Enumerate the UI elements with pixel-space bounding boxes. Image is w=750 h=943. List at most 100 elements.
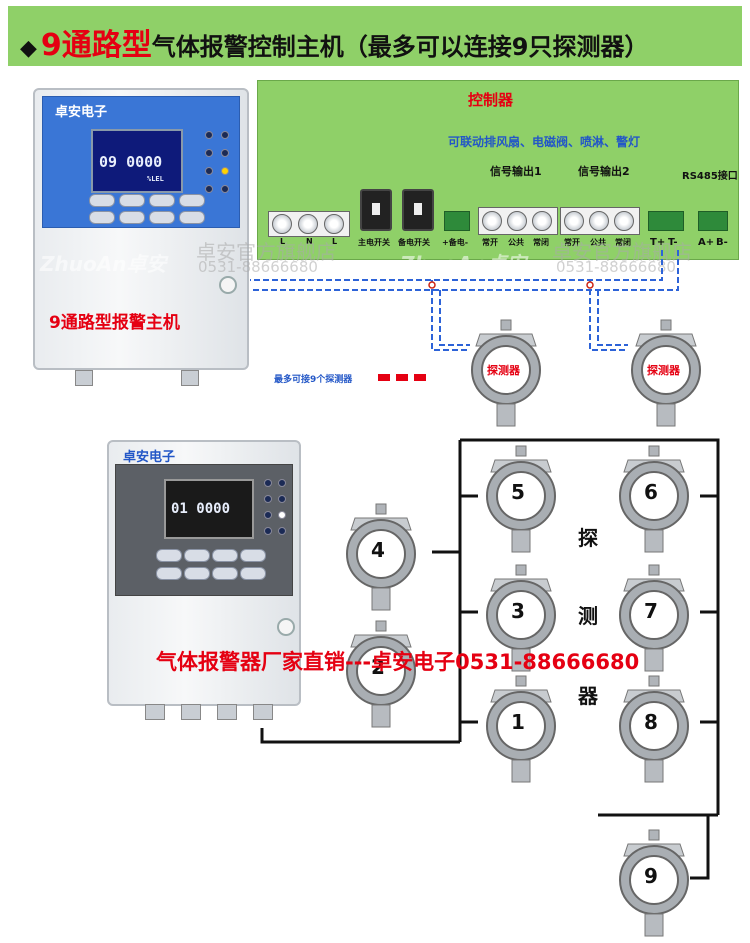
terminal-label: 主电开关 (358, 238, 390, 247)
header-banner: ◆9通路型气体报警控制主机（最多可以连接9只探测器） (8, 6, 742, 66)
screw-terminal (298, 214, 318, 234)
status-led (278, 479, 286, 487)
panel-key[interactable] (156, 549, 182, 562)
backup-battery-terminal (444, 211, 470, 231)
panel-key[interactable] (149, 194, 175, 207)
watermark-text: 卓安官方旗舰店 (552, 240, 692, 264)
status-led (205, 185, 213, 193)
watermark-text: ZhuoAn卓安 (40, 252, 167, 276)
panel-key[interactable] (89, 194, 115, 207)
main-power-switch[interactable] (360, 189, 392, 231)
terminal-label: L (280, 237, 286, 246)
terminal-label: L (332, 237, 338, 246)
detector-number-6: 6 (644, 480, 658, 504)
detector-number-8: 8 (644, 710, 658, 734)
header-description: 气体报警控制主机（最多可以连接9只探测器） (151, 33, 649, 61)
watermark-text: 卓安官方旗舰店 (196, 240, 336, 264)
status-led (264, 527, 272, 535)
signal-output-1-label: 信号输出1 (490, 165, 542, 178)
slogan-text: 气体报警器厂家直销---卓安电子0531-88666680 (156, 650, 640, 674)
controller-subtitle: 可联动排风扇、电磁阀、喷淋、警灯 (448, 135, 641, 149)
panel-key[interactable] (240, 567, 266, 580)
panel-key[interactable] (119, 211, 145, 224)
panel-key[interactable] (119, 194, 145, 207)
signal-output-2-label: 信号输出2 (578, 165, 630, 178)
side-label-char: 器 (578, 684, 598, 708)
status-led (278, 511, 286, 519)
panel-key[interactable] (89, 211, 115, 224)
status-led (278, 495, 286, 503)
terminal-label: 公共 (590, 238, 606, 247)
bottom-alarm-unit: 01 0000 卓安电子 (107, 440, 301, 720)
note-marker (396, 374, 408, 381)
detector-number-9: 9 (644, 864, 658, 888)
screw-terminal (272, 214, 292, 234)
screw-terminal (614, 211, 634, 231)
cable-gland (75, 370, 93, 386)
cable-gland (181, 704, 201, 720)
note-marker (378, 374, 390, 381)
detector-number-3: 3 (511, 599, 525, 623)
panel-key[interactable] (149, 211, 175, 224)
controller-terminal-panel: 控制器 可联动排风扇、电磁阀、喷淋、警灯 信号输出1 信号输出2 RS485接口… (257, 80, 739, 260)
panel-key[interactable] (184, 549, 210, 562)
side-label-char: 测 (578, 604, 598, 628)
terminal-label: 常开 (482, 238, 498, 247)
top-unit-brand: 卓安电子 (55, 105, 108, 120)
terminal-label: 常开 (564, 238, 580, 247)
screw-terminal (589, 211, 609, 231)
cable-gland (145, 704, 165, 720)
panel-key[interactable] (179, 211, 205, 224)
detector-number-4: 4 (371, 538, 385, 562)
status-led (278, 527, 286, 535)
top-unit-lcd-unit: %LEL (147, 175, 164, 183)
top-alarm-unit: 卓安电子 09 0000 %LEL 9通路型报警主机 (33, 88, 249, 386)
terminal-label: 常闭 (533, 238, 549, 247)
top-unit-caption: 9通路型报警主机 (49, 313, 180, 333)
screw-terminal (507, 211, 527, 231)
panel-key[interactable] (212, 567, 238, 580)
screw-terminal (564, 211, 584, 231)
panel-key[interactable] (240, 549, 266, 562)
panel-key[interactable] (179, 194, 205, 207)
controller-title: 控制器 (468, 91, 514, 109)
watermark-text: ZhuoAn卓安 (400, 252, 527, 276)
header-channel-type: 9通路型 (40, 28, 152, 63)
screw-terminal (532, 211, 552, 231)
side-label-char: 探 (578, 526, 598, 550)
top-unit-lcd: 09 0000 %LEL (91, 129, 183, 193)
terminal-label: 备电开关 (398, 238, 430, 247)
detector-wiring (260, 438, 720, 880)
status-led (221, 185, 229, 193)
detector-label-top-left: 探测器 (487, 364, 520, 377)
panel-key[interactable] (184, 567, 210, 580)
bottom-unit-front-panel: 01 0000 (115, 464, 293, 596)
status-led (205, 167, 213, 175)
rs485-terminal (698, 211, 728, 231)
detector-label-top-right: 探测器 (647, 364, 680, 377)
backup-power-switch[interactable] (402, 189, 434, 231)
top-unit-front-panel: 卓安电子 09 0000 %LEL (42, 96, 240, 228)
junction-dots (428, 281, 594, 289)
status-led (264, 479, 272, 487)
panel-key[interactable] (156, 567, 182, 580)
cable-gland (253, 704, 273, 720)
detector-number-5: 5 (511, 480, 525, 504)
bottom-unit-lcd: 01 0000 (164, 479, 254, 539)
detector-number-7: 7 (644, 599, 658, 623)
status-led (264, 511, 272, 519)
note-marker (414, 374, 426, 381)
terminal-label: A+ (698, 237, 715, 248)
status-led (221, 131, 229, 139)
bottom-unit-lock-icon (277, 618, 295, 636)
screw-terminal (324, 214, 344, 234)
terminal-label: +备电- (442, 238, 469, 247)
bus-wires (250, 250, 679, 351)
panel-key[interactable] (212, 549, 238, 562)
terminal-label: 常闭 (615, 238, 631, 247)
bus-terminal (648, 211, 684, 231)
status-led (221, 167, 229, 175)
status-led (221, 149, 229, 157)
screw-terminal (482, 211, 502, 231)
